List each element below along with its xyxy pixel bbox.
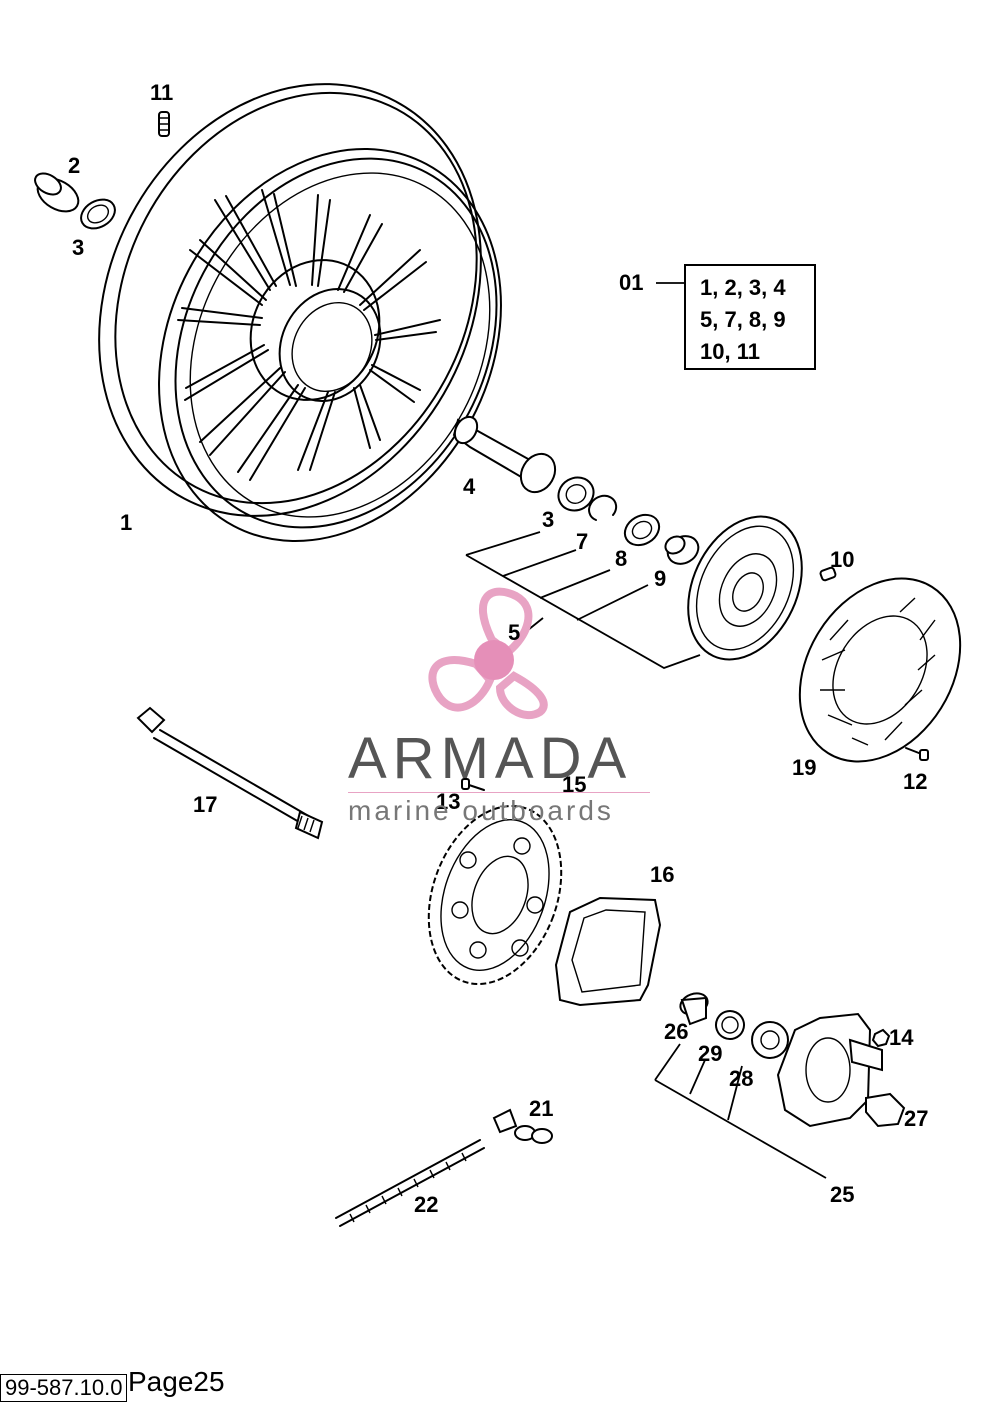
shaft-seal-part <box>623 513 661 547</box>
callout-14: 14 <box>889 1025 914 1050</box>
sleeve-part-26 <box>679 992 709 1026</box>
callout-21: 21 <box>529 1096 554 1121</box>
seal-ring-part <box>80 198 116 230</box>
screw-part <box>819 566 837 582</box>
footer-page-label: Page25 <box>128 1366 225 1397</box>
chain-joint-part <box>492 1108 553 1144</box>
group-bracket-5 <box>465 531 701 669</box>
bearing-part-28 <box>751 1021 789 1059</box>
legend-line: 5, 7, 8, 9 <box>700 307 786 332</box>
callout-4: 4 <box>463 474 476 499</box>
footer-part-code: 99-587.10.0 <box>0 1374 128 1402</box>
callout-15: 15 <box>562 772 587 797</box>
callout-17: 17 <box>193 792 218 817</box>
sprocket-part <box>427 804 563 986</box>
small-bolt-part <box>461 778 485 791</box>
callout-19: 19 <box>792 755 817 780</box>
callout-8: 8 <box>615 546 628 571</box>
watermark-name: ARMADA <box>348 726 633 791</box>
sprocket-carrier-part <box>776 1012 883 1128</box>
callout-22: 22 <box>414 1192 439 1217</box>
callout-9: 9 <box>654 566 667 591</box>
group-bracket-25 <box>654 1043 827 1179</box>
gasket-part <box>554 896 662 1007</box>
armada-logo <box>428 587 548 720</box>
callout-11: 11 <box>150 80 174 105</box>
seal-part-29 <box>715 1010 745 1040</box>
callout-26: 26 <box>664 1019 689 1044</box>
chain-part <box>335 1139 485 1227</box>
callout-3: 3 <box>72 235 85 260</box>
callout-29: 29 <box>698 1041 723 1066</box>
legend-box: 1, 2, 3, 4 5, 7, 8, 9 10, 11 <box>684 264 816 370</box>
callout-12: 12 <box>903 769 928 794</box>
axle-part <box>136 706 324 840</box>
disc-bolt-part <box>905 747 929 761</box>
legend-line: 1, 2, 3, 4 <box>700 275 786 300</box>
callout-16: 16 <box>650 862 675 887</box>
callout-27: 27 <box>904 1106 929 1131</box>
distance-sleeve-part <box>452 415 557 494</box>
callout-5: 5 <box>508 620 521 645</box>
hub-flange-part <box>687 515 803 661</box>
callout-25: 25 <box>830 1182 855 1207</box>
damper-part <box>865 1092 906 1128</box>
rear-wheel-rim <box>98 83 502 542</box>
legend-label: 01 <box>619 270 644 295</box>
circlip-part <box>588 494 618 521</box>
valve-part <box>158 111 170 137</box>
bearing-part <box>557 476 595 512</box>
spacer-part <box>34 172 80 213</box>
callout-3: 3 <box>542 507 555 532</box>
callout-1: 1 <box>120 510 133 535</box>
nut-part <box>871 1028 891 1048</box>
callout-13: 13 <box>436 789 461 814</box>
callout-10: 10 <box>830 547 855 572</box>
legend-line: 10, 11 <box>700 339 760 364</box>
brake-disc-part <box>798 577 962 763</box>
callout-28: 28 <box>729 1066 754 1091</box>
watermark-tagline: marine outboards <box>348 795 614 826</box>
bushing-part <box>664 535 700 565</box>
callout-2: 2 <box>68 153 81 178</box>
watermark-divider <box>348 792 650 793</box>
callout-7: 7 <box>576 529 589 554</box>
